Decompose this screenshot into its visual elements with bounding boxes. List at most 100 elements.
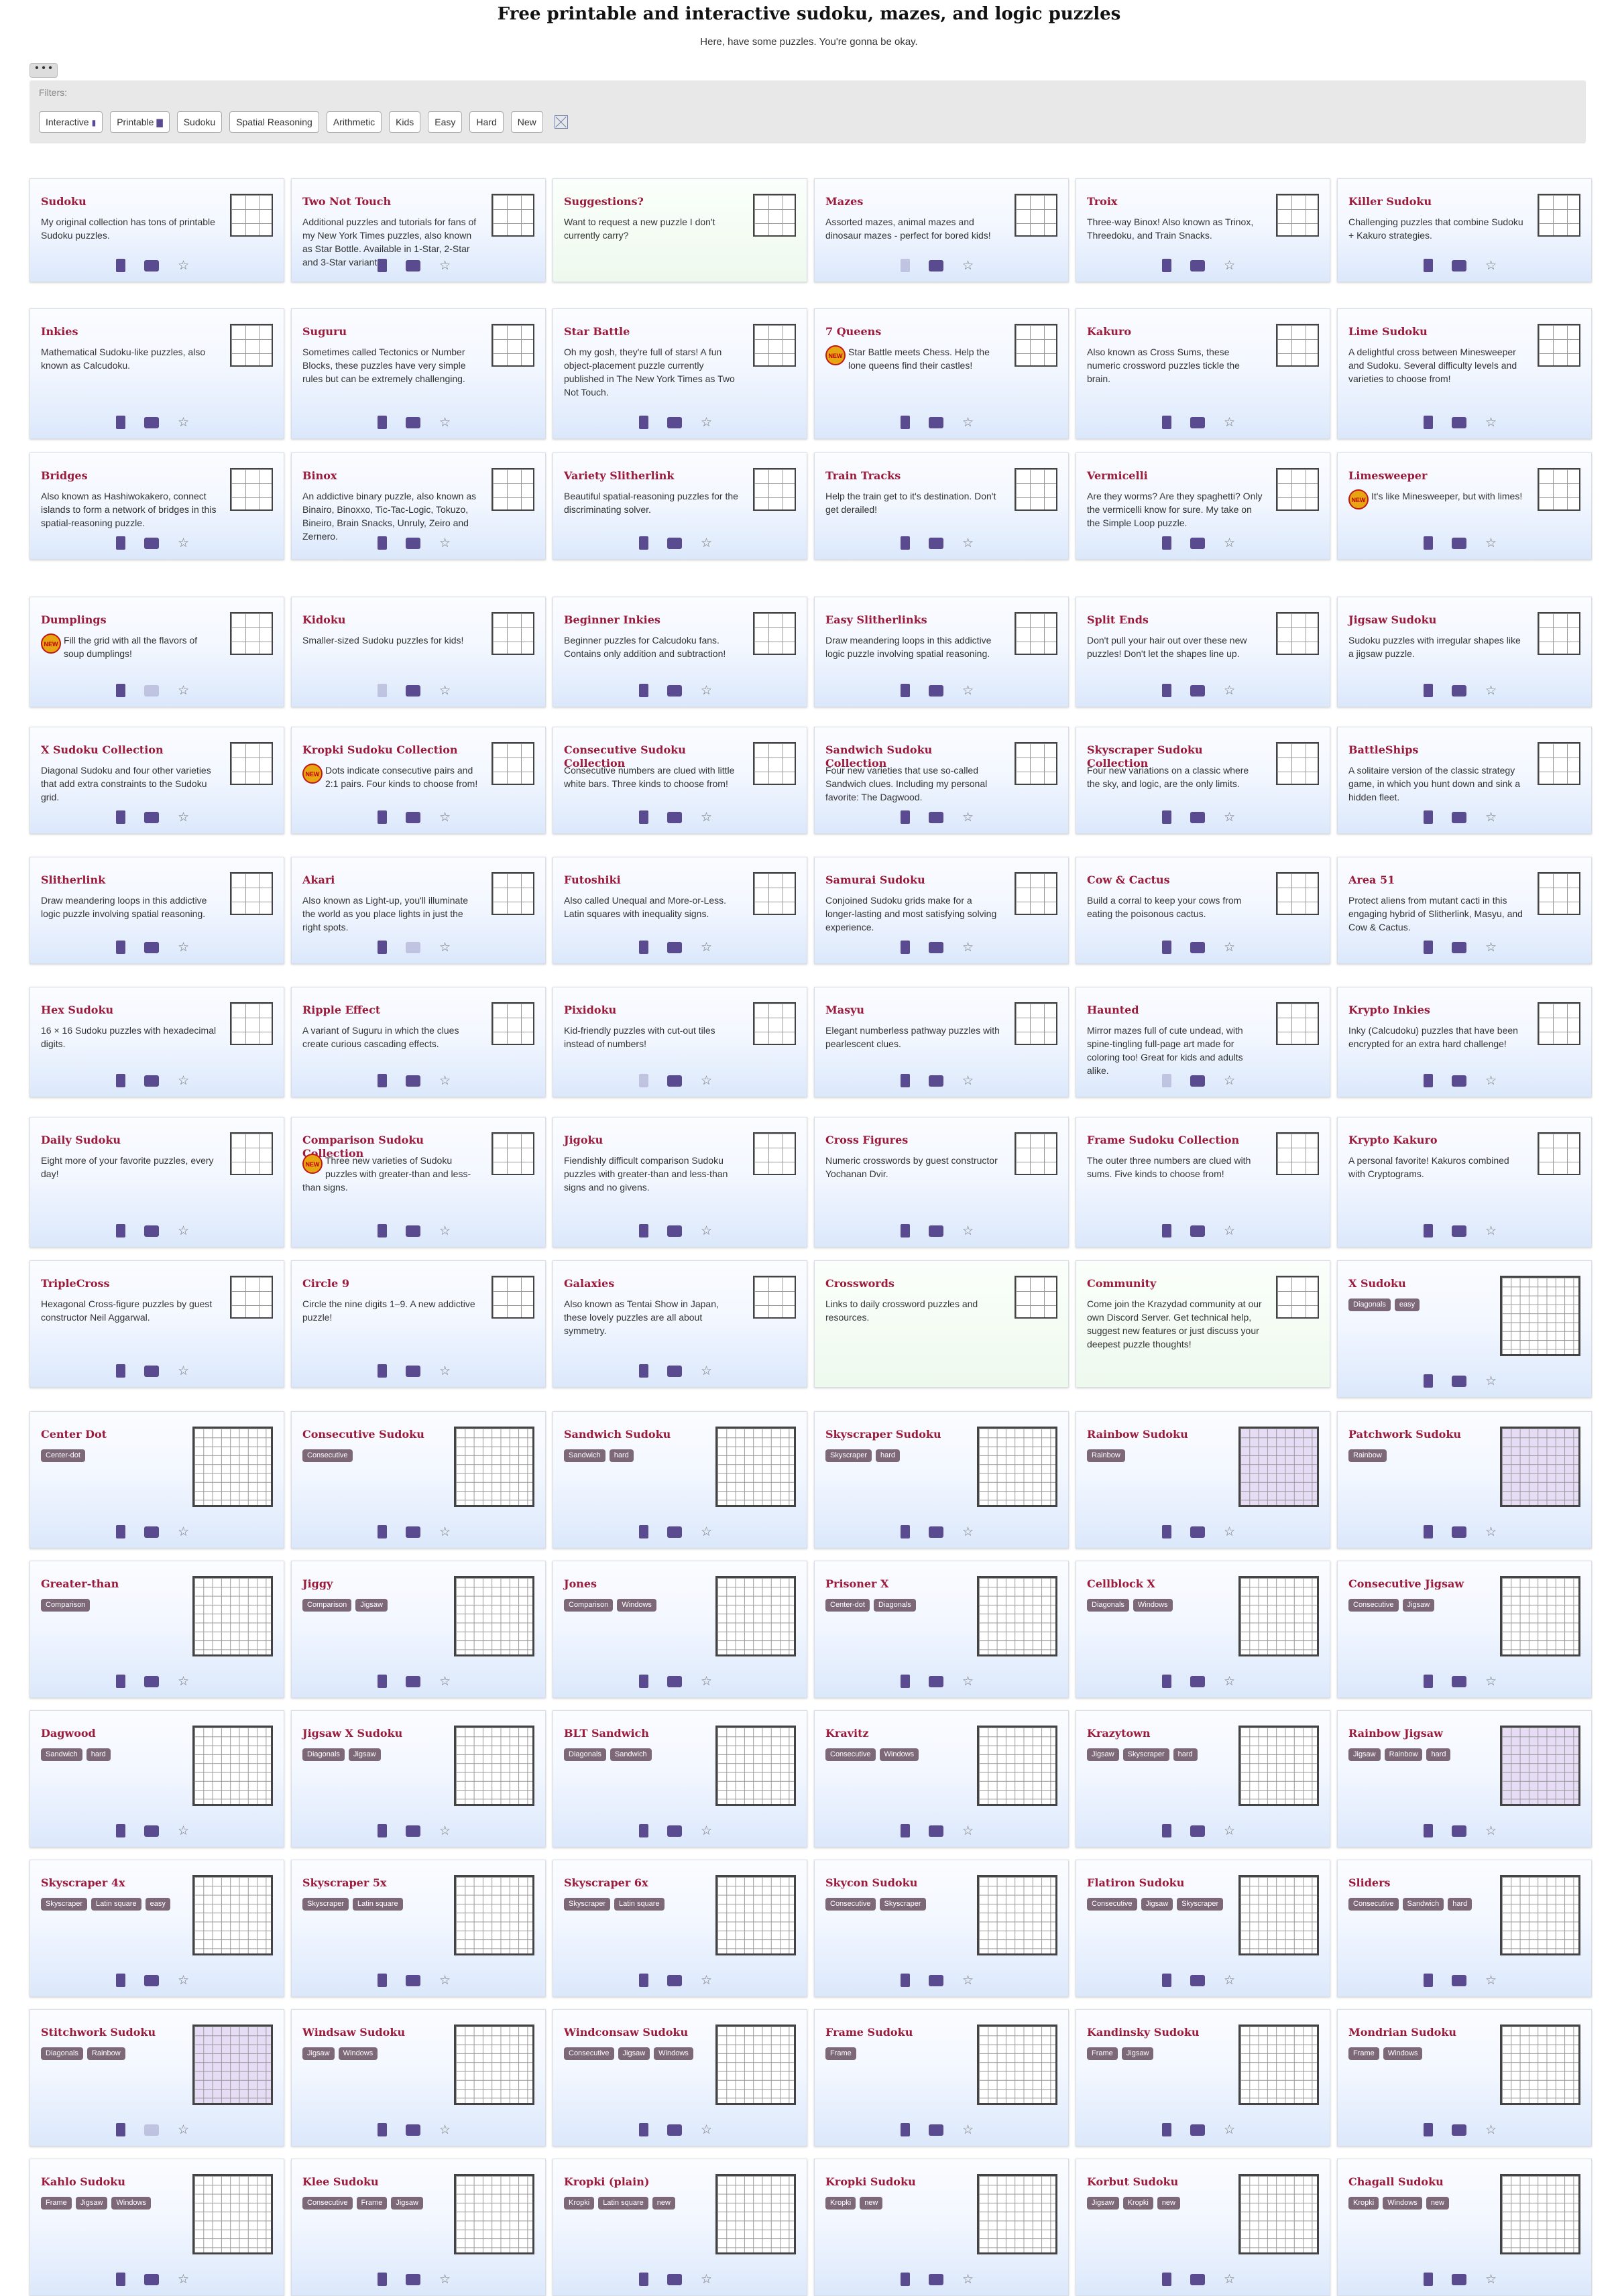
interactive-icon[interactable] [639,1074,648,1087]
interactive-icon[interactable] [639,536,648,550]
star-icon[interactable]: ☆ [962,258,974,273]
card-title[interactable]: Skyscraper 5x [302,1876,387,1889]
printer-icon[interactable] [1452,941,1466,953]
puzzle-thumbnail[interactable] [230,742,273,785]
card-title[interactable]: Prisoner X [825,1577,889,1590]
card-title[interactable]: Circle 9 [302,1277,349,1290]
puzzle-thumbnail[interactable] [1015,612,1057,655]
printer-icon[interactable] [144,1365,159,1377]
interactive-icon[interactable] [378,416,387,429]
puzzle-thumbnail[interactable] [753,468,796,511]
printer-icon[interactable] [144,259,159,271]
star-icon[interactable]: ☆ [701,1223,713,1238]
card-title[interactable]: Train Tracks [825,469,901,482]
printer-icon[interactable] [1452,684,1466,697]
card-title[interactable]: Consecutive Sudoku [302,1428,424,1441]
card-title[interactable]: Kropki Sudoku [825,2175,916,2188]
printer-icon[interactable] [1190,1675,1205,1687]
card-title[interactable]: Limesweeper [1348,469,1428,482]
printer-icon[interactable] [406,1075,420,1087]
puzzle-thumbnail[interactable] [753,1132,796,1175]
tag-windows[interactable]: Windows [111,2197,152,2210]
star-icon[interactable]: ☆ [962,415,974,430]
puzzle-thumbnail[interactable] [492,1276,534,1319]
puzzle-thumbnail[interactable] [1538,742,1580,785]
interactive-icon[interactable] [116,1525,125,1538]
tag-kropki[interactable]: Kropki [564,2197,595,2210]
card-title[interactable]: Lime Sudoku [1348,325,1428,338]
menu-button[interactable]: • • • [30,63,58,78]
printer-icon[interactable] [1452,1675,1466,1687]
card-title[interactable]: Mazes [825,195,864,208]
card-title[interactable]: Kahlo Sudoku [41,2175,125,2188]
tag-center-dot[interactable]: Center-dot [41,1449,85,1462]
interactive-icon[interactable] [1162,1974,1171,1987]
tag-hard[interactable]: hard [609,1449,634,1462]
puzzle-thumbnail[interactable] [1276,1132,1319,1175]
puzzle-thumbnail[interactable] [230,1002,273,1045]
printer-icon[interactable] [929,259,943,271]
puzzle-thumbnail[interactable] [1538,194,1580,237]
star-icon[interactable]: ☆ [178,1364,190,1378]
printer-icon[interactable] [667,416,682,428]
card-title[interactable]: Futoshiki [564,873,621,886]
printer-icon[interactable] [406,1365,420,1377]
card-title[interactable]: Windsaw Sudoku [302,2026,406,2039]
puzzle-thumbnail[interactable] [1276,1002,1319,1045]
star-icon[interactable]: ☆ [178,1073,190,1088]
puzzle-thumbnail[interactable] [454,1427,534,1507]
puzzle-thumbnail[interactable] [1238,1576,1319,1656]
star-icon[interactable]: ☆ [178,1973,190,1988]
card-title[interactable]: Beginner Inkies [564,613,660,626]
star-icon[interactable]: ☆ [178,940,190,955]
interactive-icon[interactable] [116,684,125,697]
printer-icon[interactable] [929,537,943,549]
tag-diagonals[interactable]: Diagonals [41,2047,83,2060]
interactive-icon[interactable] [901,810,910,824]
card-title[interactable]: Skyscraper Sudoku Collection [1087,743,1203,770]
printer-icon[interactable] [667,2124,682,2136]
card-title[interactable]: Dagwood [41,1727,96,1740]
star-icon[interactable]: ☆ [1224,1973,1236,1988]
star-icon[interactable]: ☆ [1485,2122,1497,2137]
printer-icon[interactable] [1190,2124,1205,2136]
interactive-icon[interactable] [1424,810,1433,824]
puzzle-thumbnail[interactable] [1500,1576,1580,1656]
card-title[interactable]: Masyu [825,1004,865,1016]
card-title[interactable]: Frame Sudoku [825,2026,913,2039]
tag-jigsaw[interactable]: Jigsaw [618,2047,650,2060]
printer-icon[interactable] [144,1526,159,1538]
star-icon[interactable]: ☆ [1485,1374,1497,1388]
card-title[interactable]: Skyscraper 4x [41,1876,125,1889]
tag-consecutive[interactable]: Consecutive [1348,1599,1399,1612]
printer-icon[interactable] [406,416,420,428]
interactive-icon[interactable] [639,416,648,429]
puzzle-thumbnail[interactable] [715,1427,796,1507]
printer-icon[interactable] [929,1225,943,1237]
puzzle-thumbnail[interactable] [1500,1276,1580,1356]
interactive-icon[interactable] [901,1074,910,1087]
star-icon[interactable]: ☆ [1485,1073,1497,1088]
tag-latin-square[interactable]: Latin square [353,1898,403,1911]
card-title[interactable]: Easy Slitherlinks [825,613,927,626]
interactive-icon[interactable] [116,941,125,954]
printer-icon[interactable] [1452,1526,1466,1538]
card-title[interactable]: Kakuro [1087,325,1132,338]
printer-icon[interactable] [667,2273,682,2285]
tag-windows[interactable]: Windows [617,1599,656,1612]
star-icon[interactable]: ☆ [439,1674,451,1689]
star-icon[interactable]: ☆ [1224,683,1236,698]
